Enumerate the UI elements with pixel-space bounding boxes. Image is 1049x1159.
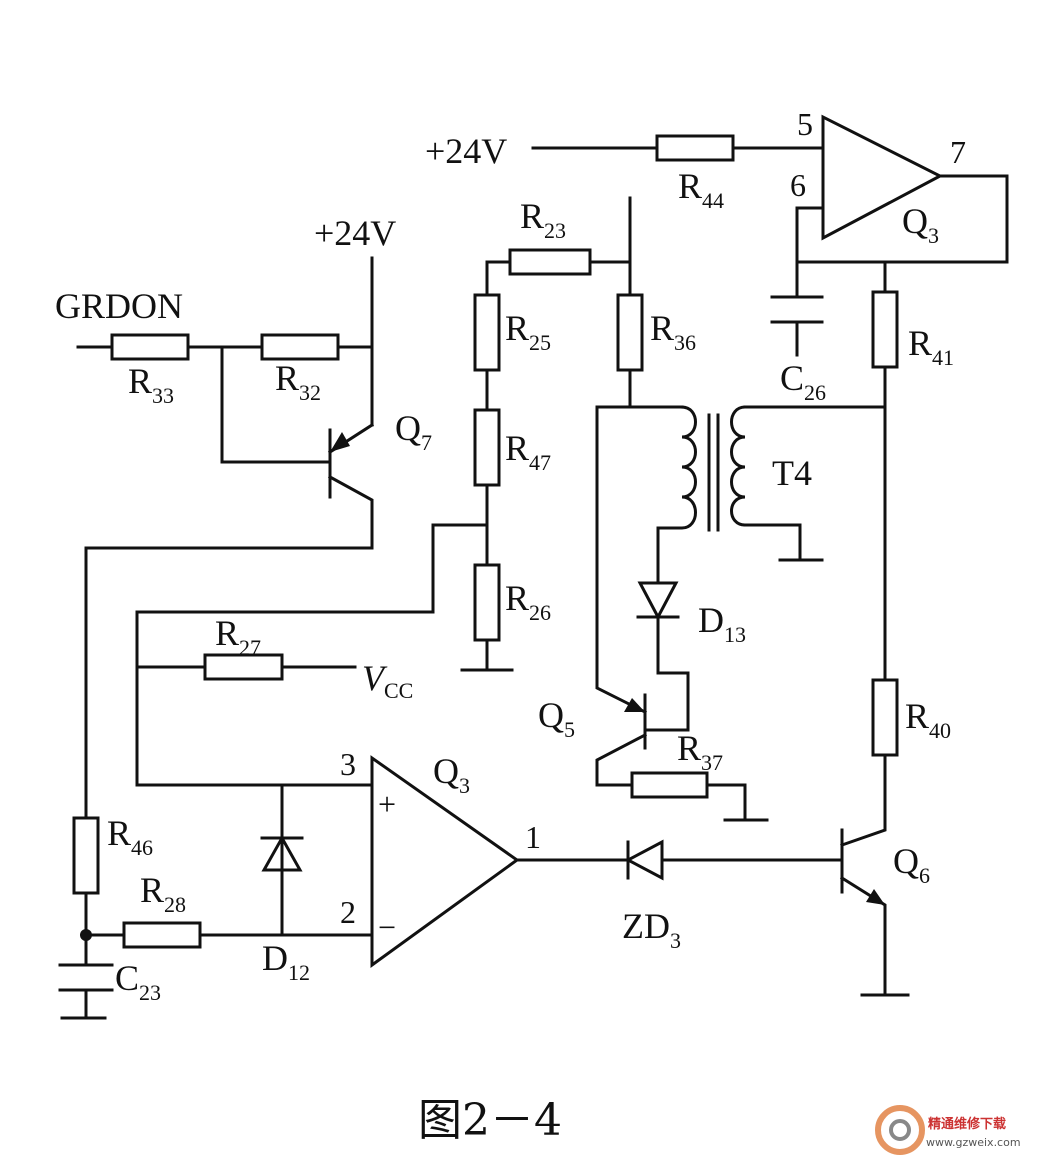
label-q3-top: Q3 bbox=[902, 201, 939, 248]
opamp-plus-sign: + bbox=[378, 786, 396, 822]
watermark-text: 精通维修下载 bbox=[928, 1116, 1006, 1132]
opamp-q3-bottom bbox=[370, 755, 520, 968]
label-q3-bottom: Q3 bbox=[433, 751, 470, 798]
resistor-r23 bbox=[508, 248, 592, 276]
label-c26: C26 bbox=[780, 358, 826, 405]
label-r40: R40 bbox=[905, 696, 951, 743]
resistor-r41 bbox=[871, 290, 899, 369]
label-r23: R23 bbox=[520, 196, 566, 243]
label-q5: Q5 bbox=[538, 695, 575, 742]
diode-d13 bbox=[636, 581, 680, 621]
wires bbox=[76, 146, 1009, 997]
label-r37: R37 bbox=[677, 728, 723, 775]
label-d12: D12 bbox=[262, 938, 310, 985]
zener-zd3 bbox=[624, 839, 664, 881]
label-v24-left: +24V bbox=[314, 213, 396, 253]
opamp-q3-top bbox=[821, 114, 944, 241]
resistor-r36 bbox=[616, 293, 644, 372]
resistor-r32 bbox=[260, 333, 340, 361]
label-r44: R44 bbox=[678, 166, 724, 213]
ground-symbols bbox=[60, 558, 910, 1020]
pin-5: 5 bbox=[797, 106, 813, 142]
pin-2: 2 bbox=[340, 894, 356, 930]
label-zd3: ZD3 bbox=[622, 906, 681, 953]
pin-6: 6 bbox=[790, 167, 806, 203]
label-v24-top: +24V bbox=[425, 131, 507, 171]
capacitor-c23 bbox=[58, 963, 114, 1020]
resistor-r40 bbox=[871, 678, 899, 757]
label-q7: Q7 bbox=[395, 408, 432, 455]
opamp-minus-sign: − bbox=[378, 909, 396, 945]
q7-emitter-arrow bbox=[330, 432, 350, 452]
label-r47: R47 bbox=[505, 428, 551, 475]
label-r26: R26 bbox=[505, 578, 551, 625]
pin-3: 3 bbox=[340, 746, 356, 782]
resistor-r28 bbox=[122, 921, 202, 949]
label-r32: R32 bbox=[275, 358, 321, 405]
label-d13: D13 bbox=[698, 600, 746, 647]
resistor-r27 bbox=[203, 653, 284, 681]
figure-caption: 图2－4 bbox=[418, 1095, 562, 1146]
capacitor-c26 bbox=[770, 295, 824, 324]
junction-dot bbox=[80, 929, 92, 941]
diode-d12 bbox=[260, 834, 304, 872]
transformer-t4 bbox=[656, 405, 747, 532]
resistor-r33 bbox=[110, 333, 190, 361]
label-t4: T4 bbox=[772, 453, 812, 493]
label-r36: R36 bbox=[650, 308, 696, 355]
resistor-r37 bbox=[630, 771, 709, 799]
label-r33: R33 bbox=[128, 361, 174, 408]
resistor-r44 bbox=[655, 134, 735, 162]
label-r46: R46 bbox=[107, 813, 153, 860]
label-grdon: GRDON bbox=[55, 286, 183, 326]
label-q6: Q6 bbox=[893, 841, 930, 888]
resistor-r25 bbox=[473, 293, 501, 372]
label-vcc: VCC bbox=[362, 658, 413, 703]
watermark-logo: 精通维修下载 www.gzweix.com bbox=[875, 1105, 1021, 1155]
q6-emitter-arrow bbox=[866, 889, 885, 905]
resistor-r47 bbox=[473, 408, 501, 487]
q5-emitter-arrow bbox=[624, 698, 645, 712]
label-r41: R41 bbox=[908, 323, 954, 370]
label-c23: C23 bbox=[115, 958, 161, 1005]
watermark-swirl-icon bbox=[875, 1105, 925, 1155]
pin-1: 1 bbox=[525, 819, 541, 855]
resistor-r46 bbox=[72, 816, 100, 895]
watermark-url: www.gzweix.com bbox=[926, 1136, 1021, 1149]
resistors bbox=[72, 134, 899, 949]
pin-7: 7 bbox=[950, 134, 966, 170]
resistor-r26 bbox=[473, 563, 501, 642]
label-r27: R27 bbox=[215, 613, 261, 660]
label-r25: R25 bbox=[505, 308, 551, 355]
label-r28: R28 bbox=[140, 870, 186, 917]
